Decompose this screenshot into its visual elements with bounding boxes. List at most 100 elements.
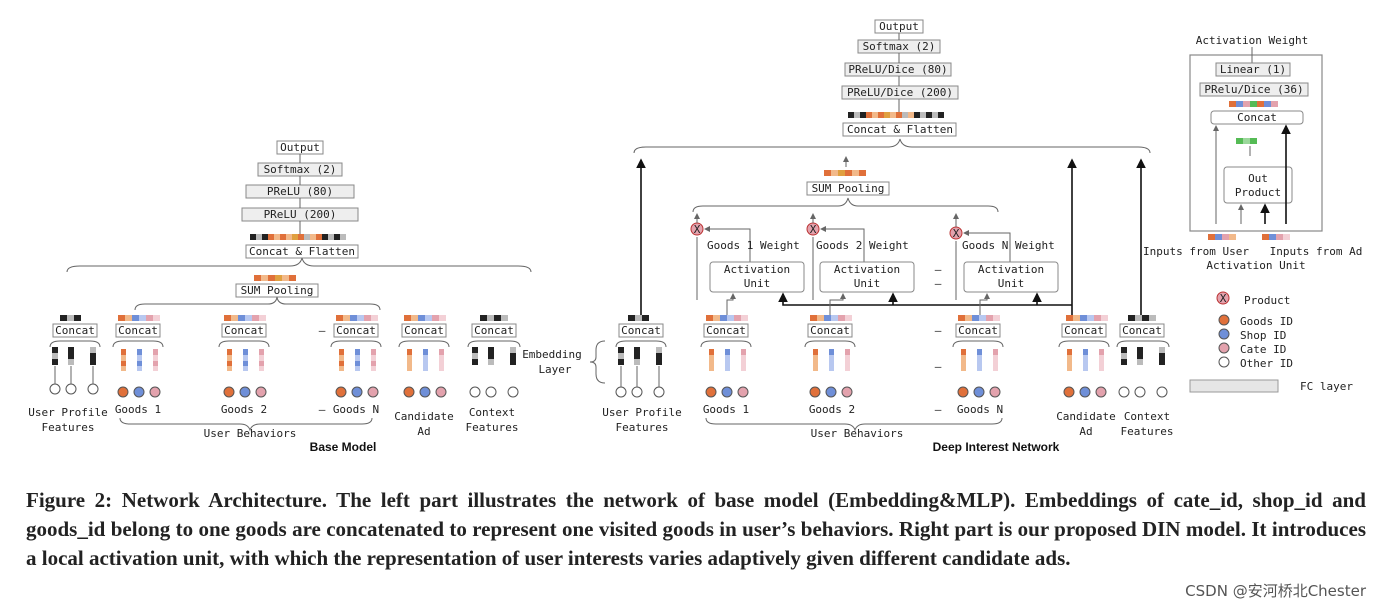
din-goods1-group: Concat Goods 1 xyxy=(700,315,752,416)
legend-fc-layer-label: FC layer xyxy=(1300,380,1353,393)
base-context-label-2: Features xyxy=(466,421,519,434)
legend-product-label: Product xyxy=(1244,294,1290,307)
base-behavior-brace xyxy=(134,296,381,311)
legend-shop-id-icon xyxy=(1218,328,1230,340)
base-output-label: Output xyxy=(280,141,320,154)
base-user-behaviors-label: User Behaviors xyxy=(204,427,297,440)
au-inputs-user-label: Inputs from User xyxy=(1143,245,1249,258)
din-ellipsis-dash-3: – xyxy=(935,403,942,416)
base-ellipsis-dash-1: – xyxy=(319,324,326,337)
din-user-behaviors-brace xyxy=(705,417,1003,432)
au-activation-weight-label: Activation Weight xyxy=(1196,34,1309,47)
legend-product-icon-mark: X xyxy=(1220,292,1227,305)
din-candidate-label-1: Candidate xyxy=(1056,410,1116,423)
legend-shop-id-label: Shop ID xyxy=(1240,329,1286,342)
activation-unit-N xyxy=(963,261,1059,293)
legend-cate-id-label: Cate ID xyxy=(1240,343,1286,356)
au-concat-label: Concat xyxy=(1237,111,1277,124)
din-sum-pooling-label: SUM Pooling xyxy=(812,182,885,195)
din-unit-dash-2: – xyxy=(935,277,942,290)
base-softmax-label: Softmax (2) xyxy=(264,163,337,176)
din-user-profile-label-2: Features xyxy=(616,421,669,434)
din-prelu-dice80-box xyxy=(844,62,952,77)
base-candidate-group: Concat Candidate Ad xyxy=(394,315,454,438)
din-ellipsis-dash-2: – xyxy=(935,360,942,373)
base-candidate-label-1: Candidate xyxy=(394,410,454,423)
base-concat-flatten-label: Concat & Flatten xyxy=(249,245,355,258)
au-out-product-label-2: Product xyxy=(1235,186,1281,199)
base-goodsN-label: Goods N xyxy=(333,403,379,416)
base-model: Output Softmax (2) PReLU (80) PReLU (200… xyxy=(28,140,532,454)
base-sum-pooling-label: SUM Pooling xyxy=(241,284,314,297)
din-goods1-label: Goods 1 xyxy=(703,403,749,416)
base-top-brace xyxy=(66,257,532,273)
din-flatten-embedding-bar xyxy=(848,112,944,118)
au-linear-label: Linear (1) xyxy=(1220,63,1286,76)
activation-unit-detail: Activation Weight Linear (1) PRelu/Dice … xyxy=(1143,34,1362,272)
din-user-behaviors-label: User Behaviors xyxy=(811,427,904,440)
base-ellipsis-dash-2: – xyxy=(319,403,326,416)
legend-fc-layer-icon xyxy=(1189,379,1279,393)
din-candidate-group: Concat Candidate Ad xyxy=(1056,315,1116,438)
au-prelu-dice36-box xyxy=(1199,82,1309,97)
base-candidate-concat-label: Concat xyxy=(404,324,444,337)
product-node-N-mark: X xyxy=(953,227,960,240)
din-model-title: Deep Interest Network xyxy=(933,440,1060,454)
product-node-2-mark: X xyxy=(810,223,817,236)
base-sum-pooling-embedding xyxy=(254,275,296,281)
din-output-label: Output xyxy=(879,20,919,33)
base-context-group: Concat Context Features xyxy=(466,315,521,434)
base-prelu80-label: PReLU (80) xyxy=(267,185,333,198)
activation-unit-2-label-2: Unit xyxy=(854,277,881,290)
din-softmax-label: Softmax (2) xyxy=(863,40,936,53)
din-goodsN-label: Goods N xyxy=(957,403,1003,416)
embedding-layer-label-1: Embedding xyxy=(522,348,582,361)
base-candidate-label-2: Ad xyxy=(417,425,430,438)
legend-product-icon xyxy=(1216,291,1230,305)
base-user-behaviors-brace xyxy=(119,417,373,432)
activation-unit-1-label-1: Activation xyxy=(724,263,790,276)
din-context-label-1: Context xyxy=(1124,410,1170,423)
din-candidate-concat-label: Concat xyxy=(1064,324,1104,337)
din-goodsN-group: Concat Goods N xyxy=(952,315,1004,416)
au-product-embedding xyxy=(1236,138,1257,144)
activation-unit-1-label-2: Unit xyxy=(744,277,771,290)
au-concat-box xyxy=(1210,110,1304,125)
goods1-weight-label: Goods 1 Weight xyxy=(707,239,800,252)
base-goodsN-group: Concat Goods N xyxy=(330,315,382,416)
din-context-concat-label: Concat xyxy=(1122,324,1162,337)
din-model: Output Softmax (2) PReLU/Dice (80) PReLU… xyxy=(522,19,1173,454)
legend-goods-id-label: Goods ID xyxy=(1240,315,1293,328)
network-architecture-diagram: Output Softmax (2) PReLU (80) PReLU (200… xyxy=(28,19,1362,454)
base-user-profile-label-1: User Profile xyxy=(28,406,107,419)
goods2-weight-label: Goods 2 Weight xyxy=(816,239,909,252)
base-goods2-concat-label: Concat xyxy=(224,324,264,337)
legend-other-id-icon xyxy=(1218,356,1230,368)
embedding-layer-label-2: Layer xyxy=(538,363,571,376)
legend-goods-id-icon xyxy=(1218,314,1230,326)
base-context-concat-label: Concat xyxy=(474,324,514,337)
din-prelu-dice200-box xyxy=(841,85,959,100)
legend-cate-id-icon xyxy=(1218,342,1230,354)
base-user-concat-label: Concat xyxy=(55,324,95,337)
activation-unit-1 xyxy=(709,261,805,293)
din-goods1-concat-label: Concat xyxy=(706,324,746,337)
din-candidate-label-2: Ad xyxy=(1079,425,1092,438)
legend: X Product Goods ID Shop ID Cate ID Other… xyxy=(1189,291,1353,393)
din-user-profile-group: Concat User Profile Features xyxy=(602,315,682,434)
din-user-concat-label: Concat xyxy=(621,324,661,337)
csdn-watermark: CSDN @安河桥北Chester xyxy=(1185,582,1366,600)
base-goodsN-concat-label: Concat xyxy=(336,324,376,337)
din-weighted-brace xyxy=(692,197,999,213)
au-prelu-dice36-label: PRelu/Dice (36) xyxy=(1204,83,1303,96)
embedding-layer-brace xyxy=(589,340,606,384)
au-title: Activation Unit xyxy=(1206,259,1305,272)
base-user-concat-box xyxy=(52,323,98,338)
base-user-profile-group: Concat User Profile Features xyxy=(28,315,108,434)
au-inputs-ad-label: Inputs from Ad xyxy=(1270,245,1363,258)
din-unit-dash-1: – xyxy=(935,263,942,276)
activation-unit-N-label-1: Activation xyxy=(978,263,1044,276)
din-concat-flatten-box xyxy=(842,122,957,137)
din-goods2-concat-label: Concat xyxy=(810,324,850,337)
au-linear-box xyxy=(1215,62,1291,77)
